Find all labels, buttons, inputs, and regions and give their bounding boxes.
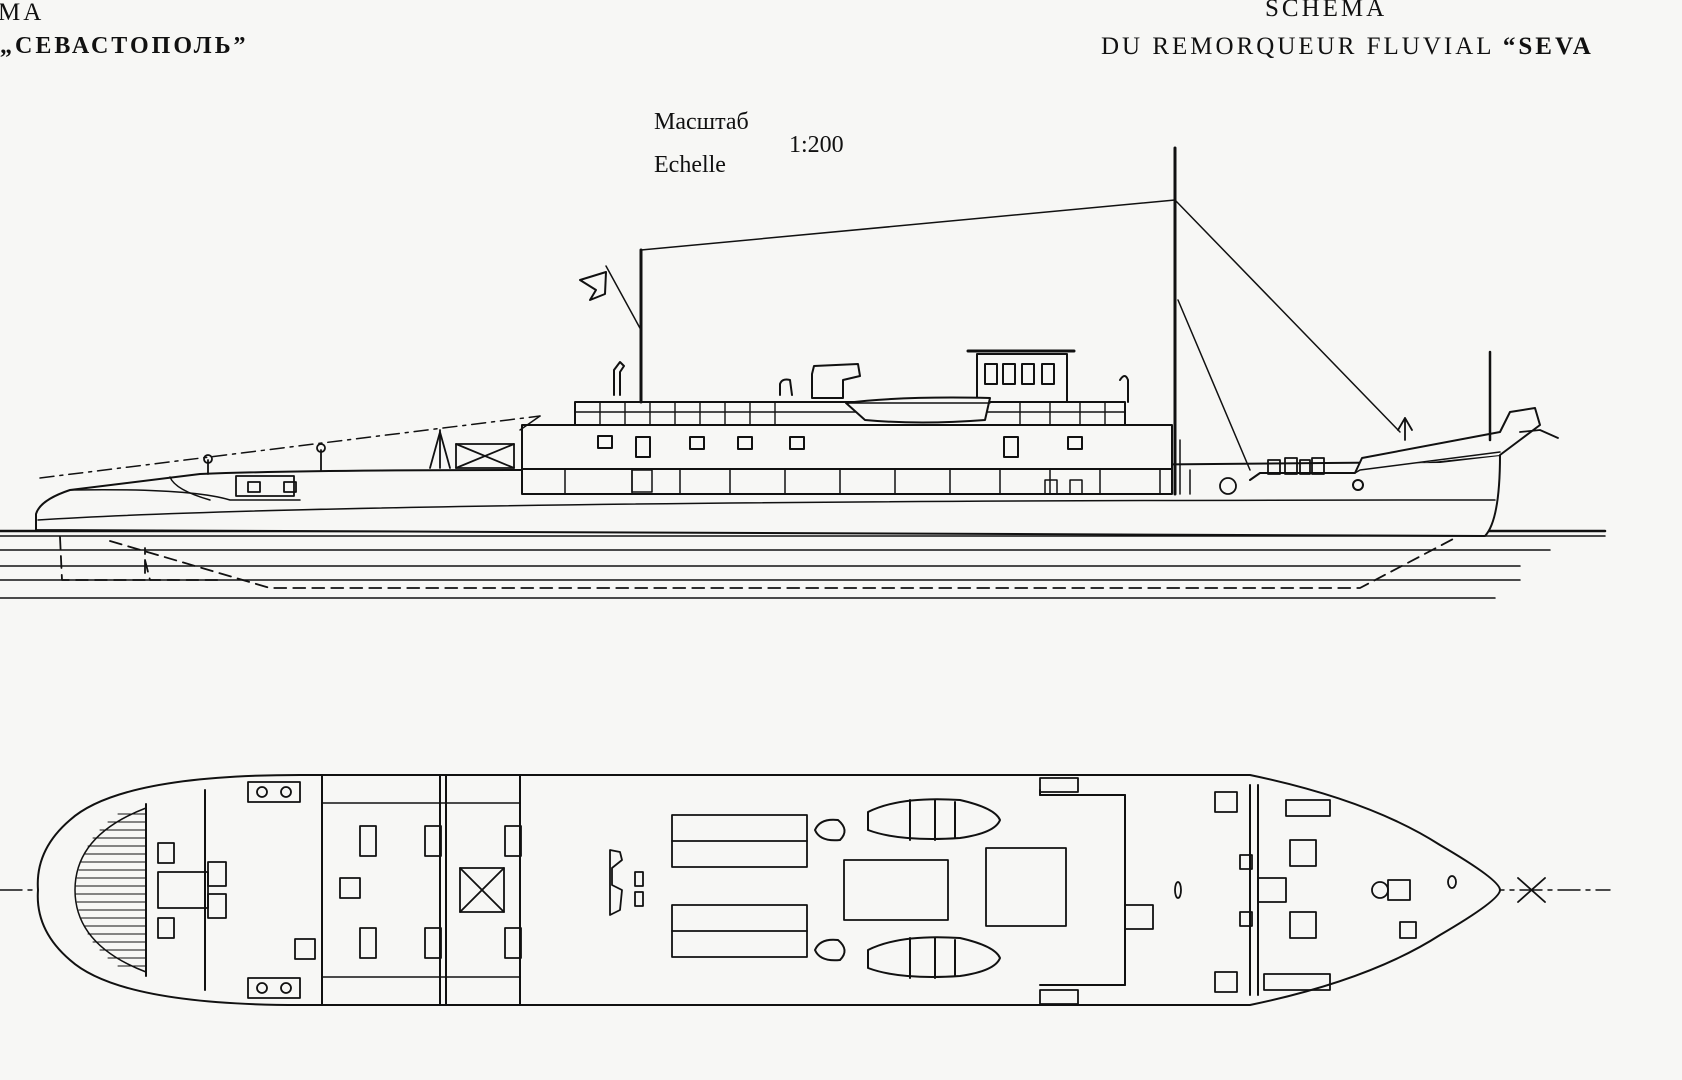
scale-label-fr: Echelle — [654, 152, 726, 178]
rigging — [519, 146, 1492, 496]
title-ru-line1: МА — [0, 0, 45, 26]
bulkheads — [145, 774, 1259, 1006]
stern-hatching — [75, 813, 147, 967]
waterlines — [0, 529, 1607, 599]
underwater-outline — [59, 536, 1456, 589]
scale-label-ru: Масштаб — [654, 109, 749, 135]
deck-plan — [0, 774, 1611, 1006]
deckhouse — [521, 349, 1173, 495]
lower-panels — [564, 468, 1101, 495]
stern-fittings — [203, 429, 515, 497]
title-fr-prefix: DU REMORQUEUR FLUVIAL — [1101, 33, 1503, 60]
title-ru-line2: „СЕВАСТОПОЛЬ” — [0, 33, 249, 59]
deck-detail — [1044, 469, 1191, 495]
portholes — [597, 435, 1083, 458]
title-fr-ship-name: “SEVA — [1502, 33, 1594, 60]
lifeboats-plan — [814, 798, 1001, 979]
skylights — [609, 814, 1067, 958]
bow-deck-fittings — [1039, 777, 1546, 1005]
deck-outline — [36, 774, 1501, 1006]
scale-value: 1:200 — [789, 132, 844, 158]
stern-deck-fittings — [157, 781, 522, 999]
title-fr-line2: DU REMORQUEUR FLUVIAL “SEVA — [1101, 34, 1594, 59]
title-fr-line1: SCHEMA — [1265, 0, 1388, 22]
side-elevation — [0, 146, 1607, 599]
bow-fittings — [1219, 417, 1559, 495]
